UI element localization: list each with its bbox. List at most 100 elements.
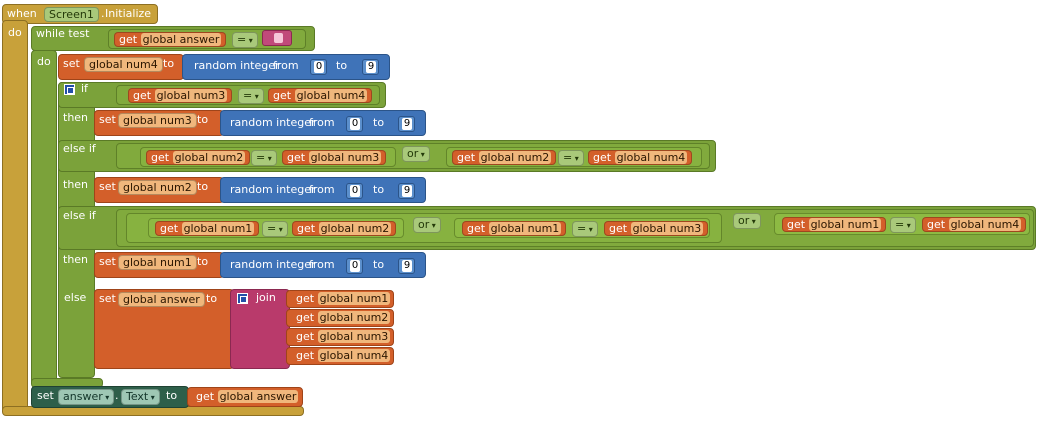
compare-op-dropdown[interactable]: = ▾ xyxy=(558,150,584,166)
number-block-to[interactable]: 9 xyxy=(398,258,415,274)
var-name: global num1 xyxy=(123,256,192,269)
var-name: global num4 xyxy=(294,89,368,102)
random-integer-block-3[interactable] xyxy=(220,177,426,203)
number-value: 9 xyxy=(402,185,412,197)
number-value: 9 xyxy=(402,260,412,272)
random-integer-block-2[interactable] xyxy=(220,110,426,136)
var-dropdown-num2[interactable]: global num2 xyxy=(118,180,197,195)
dropdown-arrow-icon: ▾ xyxy=(418,150,425,159)
compare-op-dropdown[interactable]: = ▾ xyxy=(262,221,288,237)
component-dropdown-screen1[interactable]: Screen1 xyxy=(44,7,99,22)
set-keyword: set xyxy=(63,57,80,70)
get-keyword: get xyxy=(296,292,315,305)
random-integer-label: random integer xyxy=(230,116,316,129)
compare-op-dropdown[interactable]: = ▾ xyxy=(890,217,916,233)
op-label: = xyxy=(243,89,253,102)
while-do-label: do xyxy=(37,55,51,68)
get-keyword: get xyxy=(296,349,315,362)
event-do-label: do xyxy=(8,26,22,39)
get-keyword: get xyxy=(119,33,138,46)
get-keyword: get xyxy=(151,151,170,164)
var-name: global num3 xyxy=(308,151,382,164)
mutator-gear-icon[interactable] xyxy=(64,84,75,95)
get-global-num1-label: get global num1 xyxy=(296,292,391,306)
var-dropdown-answer[interactable]: global answer xyxy=(118,292,205,307)
or-dropdown[interactable]: or ▾ xyxy=(402,146,430,162)
component-dropdown-answer[interactable]: answer ▾ xyxy=(58,389,115,405)
var-name: global num4 xyxy=(89,58,158,71)
number-block-to[interactable]: 9 xyxy=(362,59,379,75)
dropdown-arrow-icon: ▾ xyxy=(749,217,756,226)
var-name: global answer xyxy=(123,293,200,306)
or-dropdown[interactable]: or ▾ xyxy=(413,217,441,233)
to-label: to xyxy=(373,183,385,196)
empty-string-block[interactable] xyxy=(262,30,292,46)
get-global-num4[interactable]: get global num4 xyxy=(922,217,1027,232)
var-name: global num1 xyxy=(488,222,562,235)
empty-string-value xyxy=(274,33,283,43)
number-block-from[interactable]: 0 xyxy=(346,116,363,132)
get-global-num2[interactable]: get global num2 xyxy=(146,150,251,165)
get-global-answer-while[interactable]: get global answer xyxy=(114,32,227,47)
var-name: global num4 xyxy=(614,151,688,164)
get-global-num1[interactable]: get global num1 xyxy=(155,221,260,236)
compare-op-dropdown[interactable]: = ▾ xyxy=(238,88,264,104)
op-label: = xyxy=(267,222,277,235)
set-keyword: set xyxy=(99,292,116,305)
join-label: join xyxy=(256,291,276,304)
get-global-num4[interactable]: get global num4 xyxy=(588,150,693,165)
compare-op-dropdown[interactable]: = ▾ xyxy=(572,221,598,237)
number-block-to[interactable]: 9 xyxy=(398,116,415,132)
get-global-num4-label: get global num4 xyxy=(296,349,391,363)
number-block-from[interactable]: 0 xyxy=(346,258,363,274)
property-name: Text xyxy=(126,390,149,403)
op-label: = xyxy=(256,151,266,164)
get-global-num3[interactable]: get global num3 xyxy=(282,150,387,165)
dropdown-arrow-icon: ▾ xyxy=(102,393,110,402)
random-integer-label: random integer xyxy=(230,258,316,271)
get-keyword: get xyxy=(467,222,486,235)
event-block-body-rail xyxy=(2,20,28,414)
else-if-label: else if xyxy=(63,209,96,222)
var-name: global num2 xyxy=(317,311,391,324)
var-dropdown-num1[interactable]: global num1 xyxy=(118,255,197,270)
var-dropdown-num4[interactable]: global num4 xyxy=(84,57,163,72)
compare-op-dropdown[interactable]: = ▾ xyxy=(232,32,258,48)
from-label: from xyxy=(273,59,299,72)
mutator-gear-icon[interactable] xyxy=(237,293,248,304)
get-global-num2[interactable]: get global num2 xyxy=(452,150,557,165)
dropdown-arrow-icon: ▾ xyxy=(148,393,155,402)
op-label: or xyxy=(418,218,430,231)
or-dropdown[interactable]: or ▾ xyxy=(733,213,761,229)
random-integer-block-1[interactable] xyxy=(182,54,390,80)
component-name: answer xyxy=(63,390,103,403)
compare-op-dropdown[interactable]: = ▾ xyxy=(251,150,277,166)
number-block-to[interactable]: 9 xyxy=(398,183,415,199)
set-keyword: set xyxy=(37,389,54,402)
get-global-num3[interactable]: get global num3 xyxy=(604,221,709,236)
get-global-num1[interactable]: get global num1 xyxy=(462,221,567,236)
get-global-num1[interactable]: get global num1 xyxy=(782,217,887,232)
op-label: or xyxy=(407,147,419,160)
property-dropdown-text[interactable]: Text ▾ xyxy=(121,389,160,405)
dropdown-arrow-icon: ▾ xyxy=(246,36,253,45)
when-label: when xyxy=(7,7,37,20)
op-label: = xyxy=(563,151,573,164)
get-global-answer-label: get global answer xyxy=(196,390,299,404)
random-integer-block-4[interactable] xyxy=(220,252,426,278)
to-label: to xyxy=(373,116,385,129)
from-label: from xyxy=(309,116,335,129)
to-keyword: to xyxy=(163,57,175,70)
number-block-from[interactable]: 0 xyxy=(310,59,327,75)
get-global-num3[interactable]: get global num3 xyxy=(128,88,233,103)
get-global-num2[interactable]: get global num2 xyxy=(292,221,397,236)
var-dropdown-num3[interactable]: global num3 xyxy=(118,113,197,128)
dropdown-arrow-icon: ▾ xyxy=(572,154,579,163)
while-block-rail xyxy=(31,50,57,386)
from-label: from xyxy=(309,183,335,196)
var-name: global answer xyxy=(217,390,299,403)
get-global-num4[interactable]: get global num4 xyxy=(268,88,373,103)
number-block-from[interactable]: 0 xyxy=(346,183,363,199)
get-global-num2-label: get global num2 xyxy=(296,311,391,325)
component-name: Screen1 xyxy=(49,8,94,21)
